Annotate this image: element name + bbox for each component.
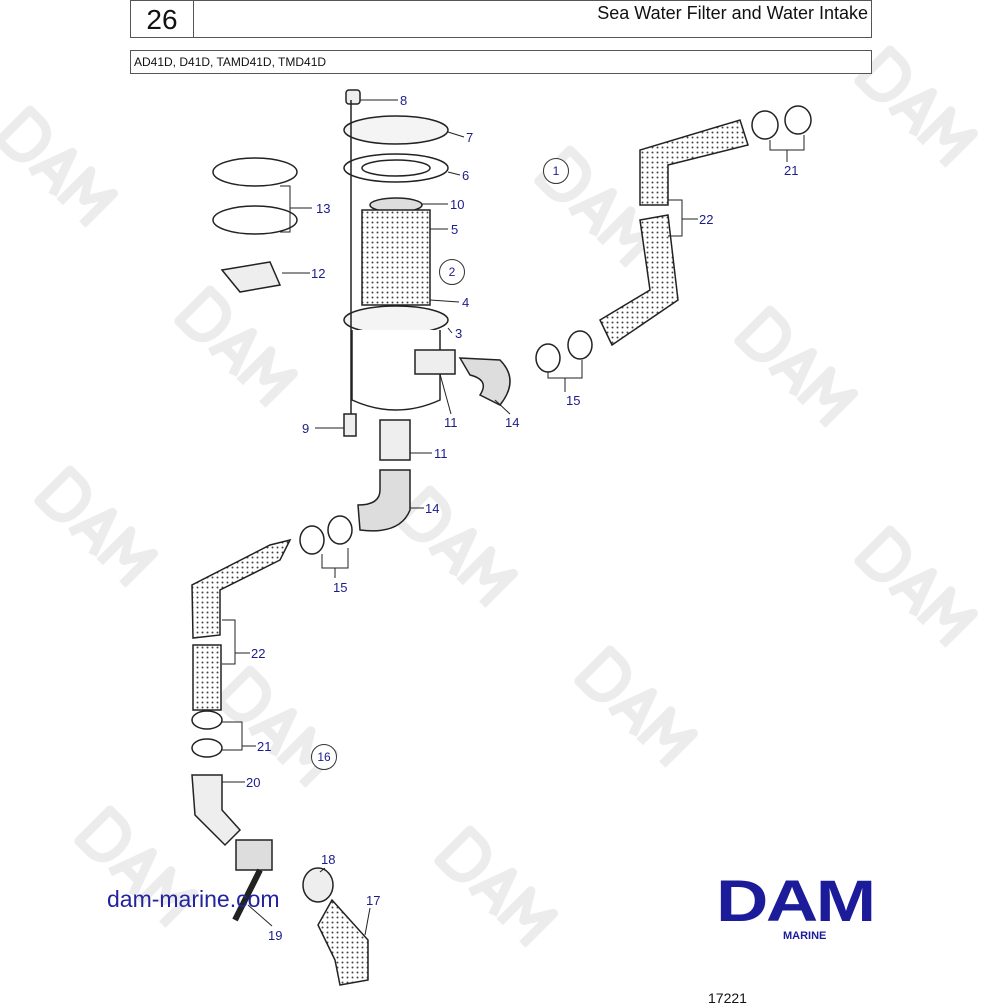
section-number: 26: [131, 1, 194, 37]
hose-22: [599, 214, 679, 347]
nipple-11: [414, 349, 456, 375]
clamp-21: [751, 110, 779, 140]
clamp-15: [535, 343, 561, 373]
valve-handle-19: [232, 868, 263, 922]
callout-9: 9: [302, 421, 310, 436]
gasket-6: [343, 153, 449, 183]
callout-8: 8: [400, 93, 408, 108]
callout-11: 11: [434, 446, 448, 461]
elbow-14: [458, 357, 511, 406]
cover-7: [343, 115, 449, 145]
dam-logo: DAM: [716, 869, 876, 934]
callout-22: 22: [699, 212, 714, 227]
flange-3: [343, 305, 449, 335]
callout-21: 21: [257, 739, 272, 754]
models-text: AD41D, D41D, TAMD41D, TMD41D: [134, 55, 327, 69]
callout-11: 11: [444, 415, 458, 430]
cap-nut-8: [345, 89, 361, 105]
callout-22: 22: [251, 646, 266, 661]
callout-17: 17: [366, 893, 381, 908]
hose-22: [639, 119, 749, 206]
callout-7: 7: [466, 130, 474, 145]
valve-body: [235, 839, 273, 871]
header-box: 26 Sea Water Filter and Water Intake: [130, 0, 872, 38]
leader-lines: [222, 99, 805, 936]
callout-14: 14: [425, 501, 440, 516]
callout-20: 20: [246, 775, 261, 790]
clamp-21: [191, 710, 223, 730]
bracket-12: [220, 261, 282, 293]
models-box: AD41D, D41D, TAMD41D, TMD41D: [130, 50, 872, 74]
nipple-11: [379, 419, 411, 461]
clamp-15: [567, 330, 593, 360]
callout-10: 10: [450, 197, 465, 212]
hose-22: [191, 538, 292, 639]
nut-18: [302, 867, 334, 903]
clamp-15: [327, 515, 353, 545]
callout-14: 14: [505, 415, 520, 430]
callout-5: 5: [451, 222, 459, 237]
clamp-21: [784, 105, 812, 135]
page-title: Sea Water Filter and Water Intake: [597, 3, 868, 23]
hose-clamp-13: [212, 205, 298, 235]
website-link[interactable]: dam-marine.com: [107, 886, 280, 912]
bolt-9: [343, 413, 357, 437]
callout-15: 15: [333, 580, 348, 595]
callout-6: 6: [462, 168, 470, 183]
elbow-20: [191, 774, 242, 847]
callout-12: 12: [311, 266, 326, 281]
callout-18: 18: [321, 852, 336, 867]
circled-callout-16: 16: [311, 744, 337, 770]
elbow-14: [357, 469, 411, 532]
callout-15: 15: [566, 393, 581, 408]
drawing-number: 17221: [708, 990, 747, 1006]
logo-subtitle: MARINE: [783, 930, 827, 942]
clamp-15: [299, 525, 325, 555]
through-hull-17: [317, 898, 369, 986]
callout-13: 13: [316, 201, 331, 216]
callout-4: 4: [462, 295, 470, 310]
callout-21: 21: [784, 163, 799, 178]
hose-clamp-13: [212, 157, 298, 187]
strainer-5: [361, 209, 431, 306]
callout-19: 19: [268, 928, 283, 943]
circled-callout-1: 1: [543, 158, 569, 184]
clamp-21: [191, 738, 223, 758]
callout-3: 3: [455, 326, 463, 341]
hose-22: [192, 644, 222, 711]
circled-callout-2: 2: [439, 259, 465, 285]
